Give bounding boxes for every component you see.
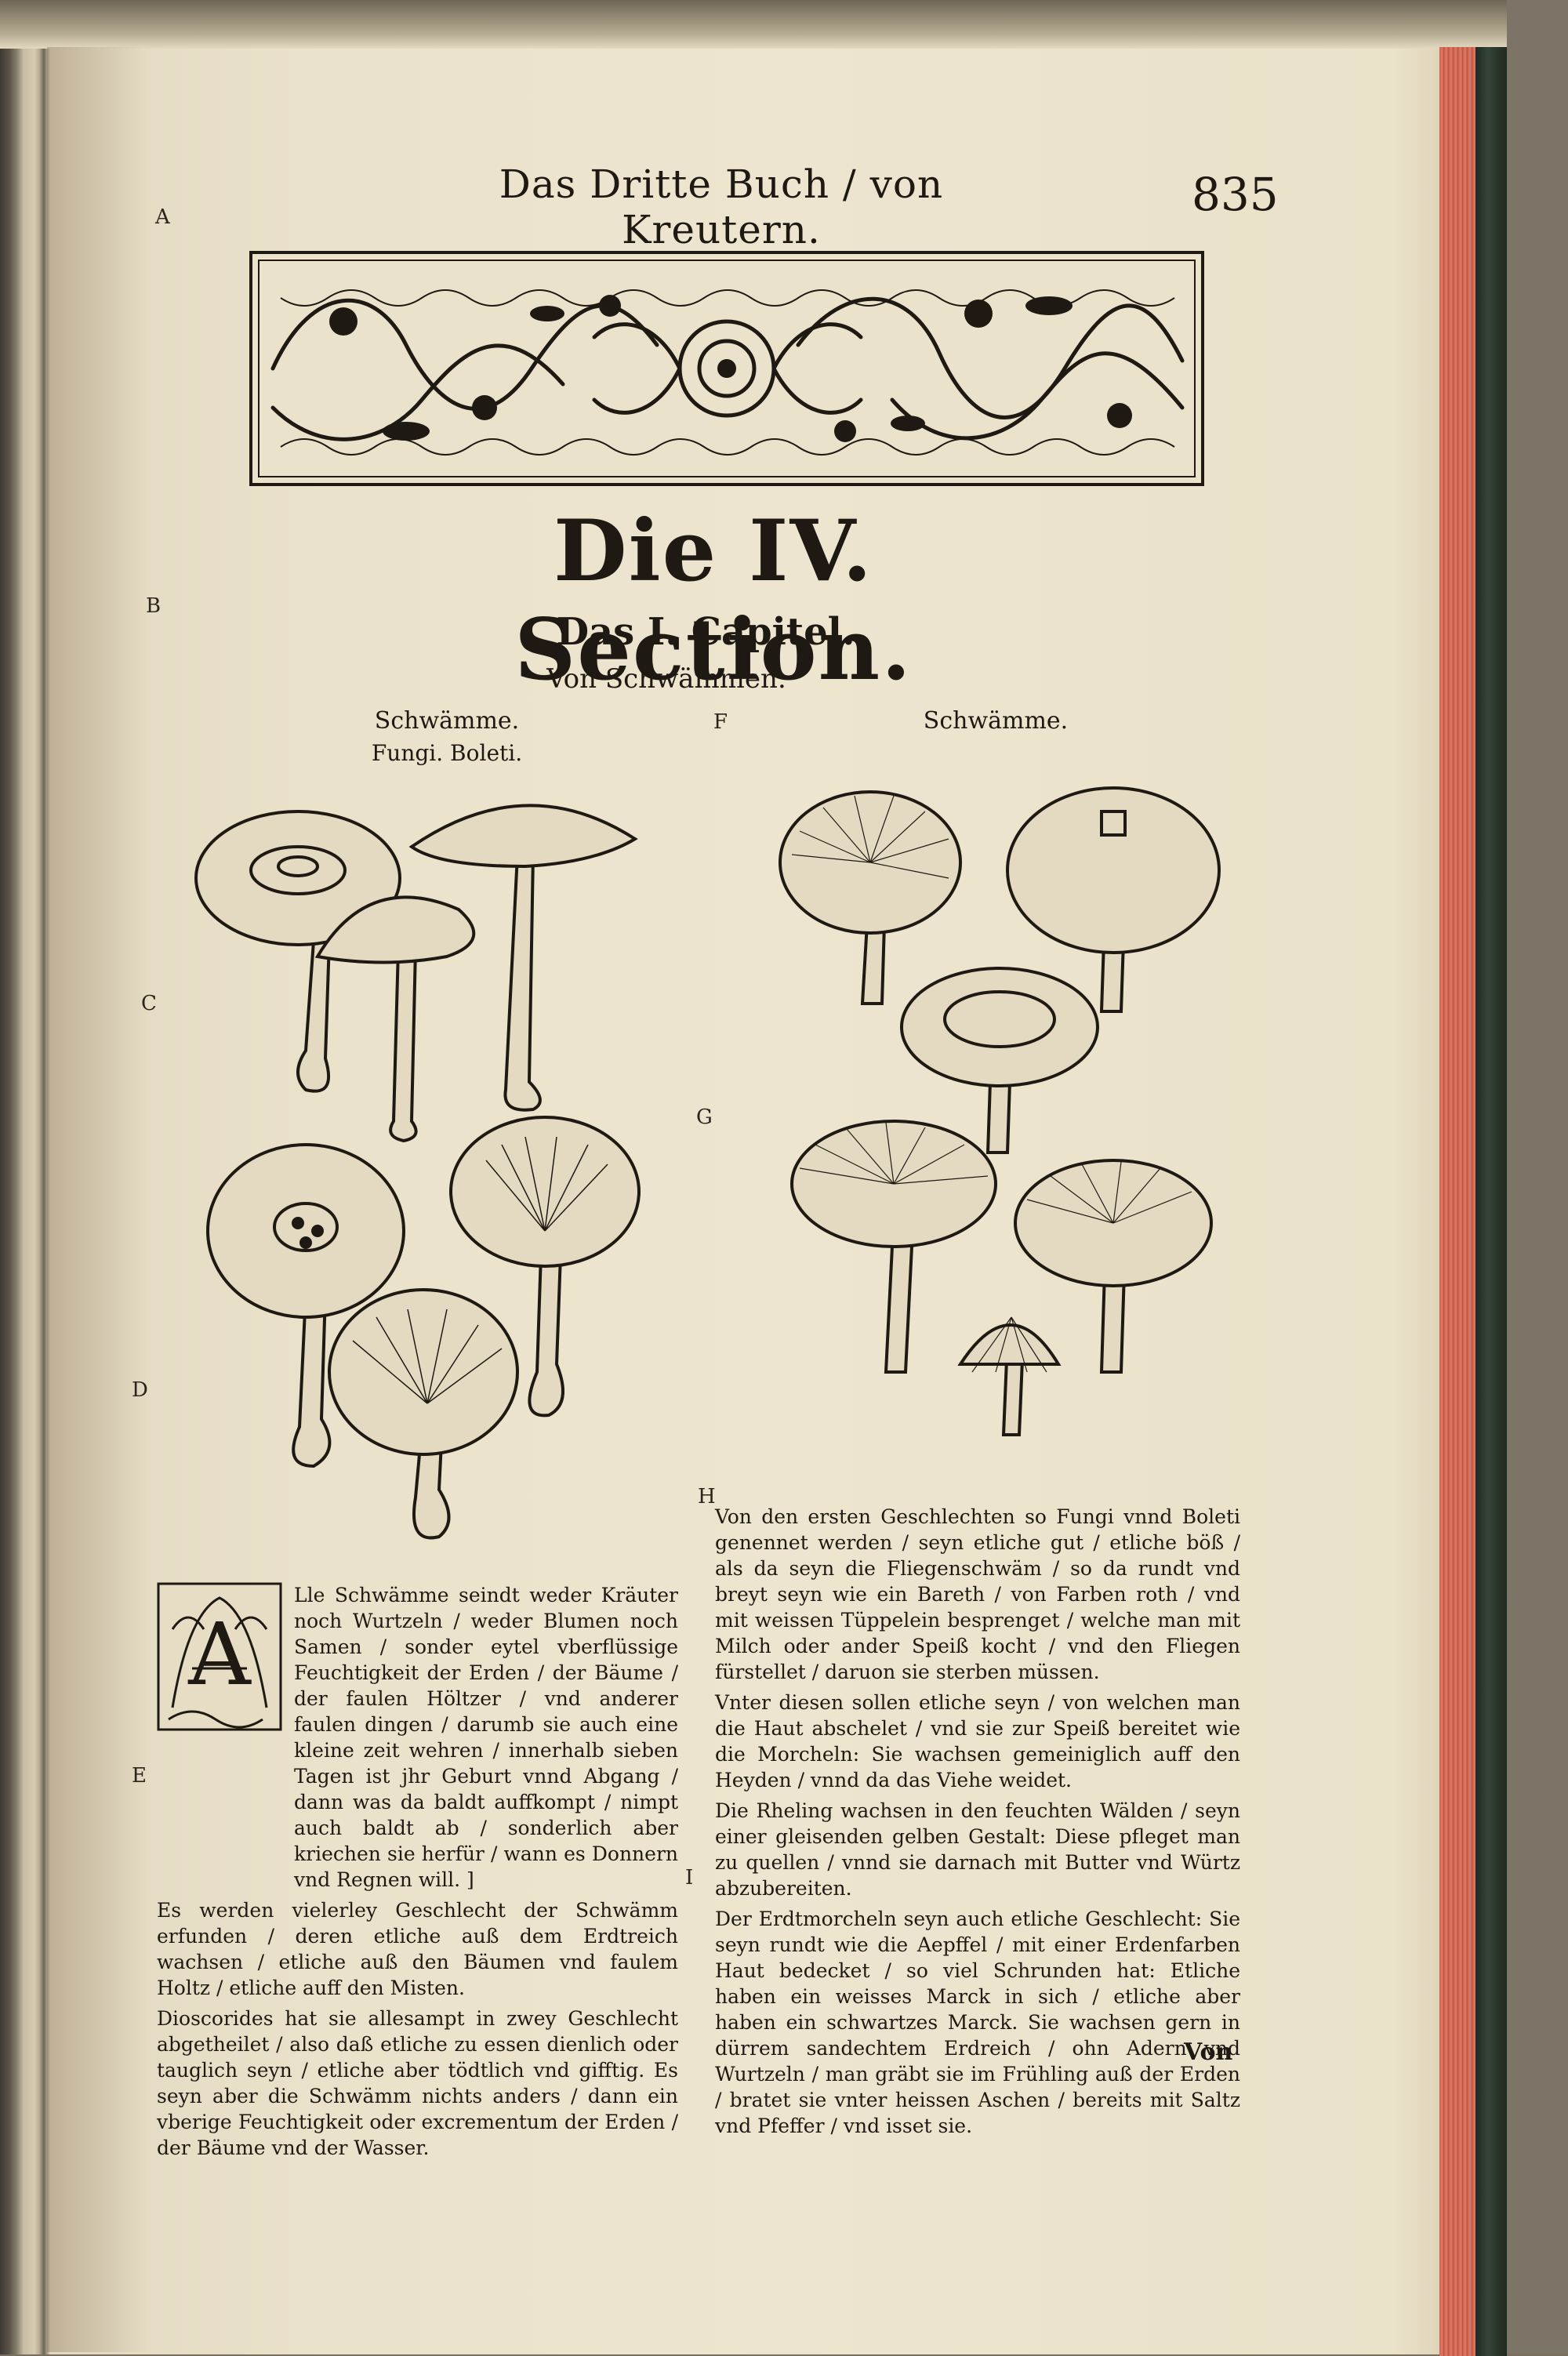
chapter-subtitle: Von Schwämmen. xyxy=(546,663,786,695)
margin-letter-e: E xyxy=(132,1764,147,1788)
margin-letter-b: B xyxy=(146,594,162,618)
margin-letter-c: C xyxy=(141,992,157,1015)
ornamental-headpiece xyxy=(249,251,1204,486)
drop-cap-letter: A xyxy=(187,1604,252,1704)
left-paragraph-1: Lle Schwämme seindt weder Kräuter noch W… xyxy=(294,1584,678,1891)
chapter-title: Das I. Capitel. xyxy=(556,610,855,654)
background xyxy=(1507,0,1568,2354)
drop-cap-ornament: A xyxy=(157,1582,282,1731)
left-paragraph-3: Dioscorides hat sie allesampt in zwey Ge… xyxy=(157,2007,678,2159)
section-title: Die IV. Section. xyxy=(514,502,913,699)
left-figure-caption: Schwämme. xyxy=(374,707,520,735)
right-paragraph-1: Von den ersten Geschlechten so Fungi vnn… xyxy=(715,1505,1240,1683)
left-mushroom-woodcut xyxy=(194,804,641,1540)
catchword: Von xyxy=(1184,2038,1233,2066)
margin-letter-g: G xyxy=(696,1105,713,1129)
running-head: Das Dritte Buch / von Kreutern. xyxy=(499,162,944,252)
left-text-column: Lle Schwämme seindt weder Kräuter noch W… xyxy=(157,1582,678,2165)
page-number: 835 xyxy=(1192,168,1279,221)
right-paragraph-4: Der Erdtmorcheln seyn auch etliche Gesch… xyxy=(715,1908,1240,2137)
right-mushroom-woodcut xyxy=(779,786,1221,1436)
margin-letter-h: H xyxy=(698,1485,716,1508)
margin-letter-i: I xyxy=(685,1866,694,1890)
margin-letter-a: A xyxy=(155,205,170,229)
left-figure-caption-latin: Fungi. Boleti. xyxy=(371,740,523,766)
margin-letter-d: D xyxy=(132,1378,148,1402)
right-text-column: Von den ersten Geschlechten so Fungi vnn… xyxy=(715,1504,1240,2144)
gutter-shadow xyxy=(47,47,149,2352)
right-paragraph-3: Die Rheling wachsen in den feuchten Wäld… xyxy=(715,1799,1240,1900)
right-paragraph-2: Vnter diesen sollen etliche seyn / von w… xyxy=(715,1691,1240,1792)
top-edge-shadow xyxy=(0,0,1507,49)
red-fore-edge xyxy=(1439,47,1475,2356)
margin-letter-f: F xyxy=(713,710,728,734)
right-figure-caption: Schwämme. xyxy=(923,707,1069,735)
book-cover-edge xyxy=(1475,47,1507,2356)
left-paragraph-2: Es werden vielerley Geschlecht der Schwä… xyxy=(157,1899,678,1999)
